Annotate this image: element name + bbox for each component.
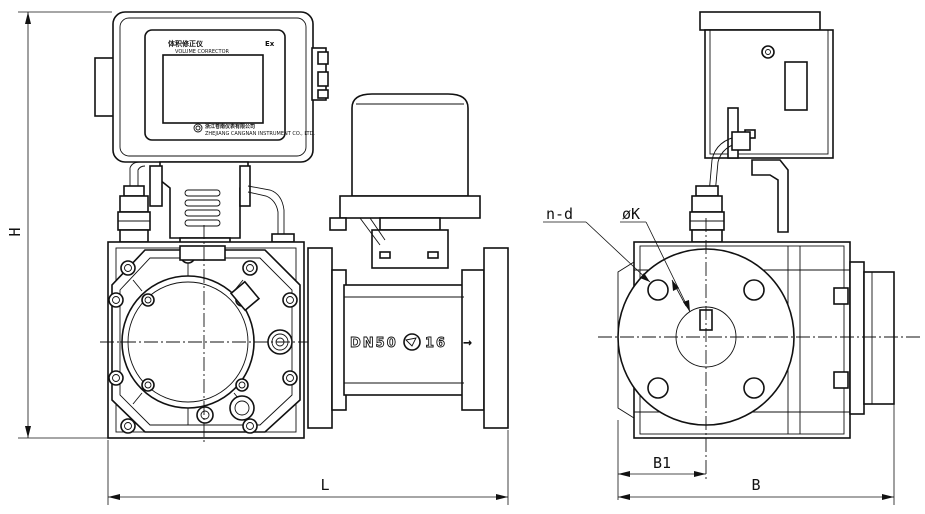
meter-body — [107, 241, 305, 439]
length-dimension: L — [107, 430, 509, 505]
pressure-marking: 16 — [425, 336, 447, 351]
height-label: H — [6, 227, 24, 236]
cable-gland-side — [689, 185, 725, 243]
offset-label: B1 — [653, 454, 671, 472]
volume-corrector: 体积修正仪 Ex VOLUME CORRECTOR 浙江苍南仪表有限公司 ZHE… — [94, 11, 329, 163]
ex-mark: Ex — [265, 40, 275, 48]
width-dimension: B — [618, 404, 895, 505]
holes-label: n-d — [546, 205, 573, 223]
pipe-section: DN50 16 → — [307, 247, 509, 429]
flow-arrow: → — [463, 333, 472, 351]
display-maker-en: ZHEJIANG CANGNAN INSTRUMENT CO., LTD. — [205, 131, 315, 137]
side-view: n-d øK B1 B — [543, 11, 920, 505]
meter-body-side — [617, 241, 895, 439]
bolt-circle-label: øK — [622, 205, 640, 223]
valve-actuator — [329, 93, 481, 269]
display-subtitle: VOLUME CORRECTOR — [175, 49, 230, 55]
flange-holes — [647, 279, 765, 399]
width-label: B — [751, 476, 760, 494]
size-marking: DN50 — [350, 336, 398, 351]
length-label: L — [320, 476, 329, 494]
hole-callouts: n-d øK — [543, 205, 691, 313]
cable-gland — [117, 185, 151, 243]
mounting-bracket — [149, 161, 251, 247]
height-dimension: H — [6, 11, 112, 439]
front-view: 体积修正仪 Ex VOLUME CORRECTOR 浙江苍南仪表有限公司 ZHE… — [94, 11, 509, 505]
display-maker: 浙江苍南仪表有限公司 — [205, 123, 255, 130]
corrector-side — [699, 11, 834, 159]
display-title: 体积修正仪 — [168, 39, 204, 48]
offset-dimension: B1 — [617, 420, 706, 500]
